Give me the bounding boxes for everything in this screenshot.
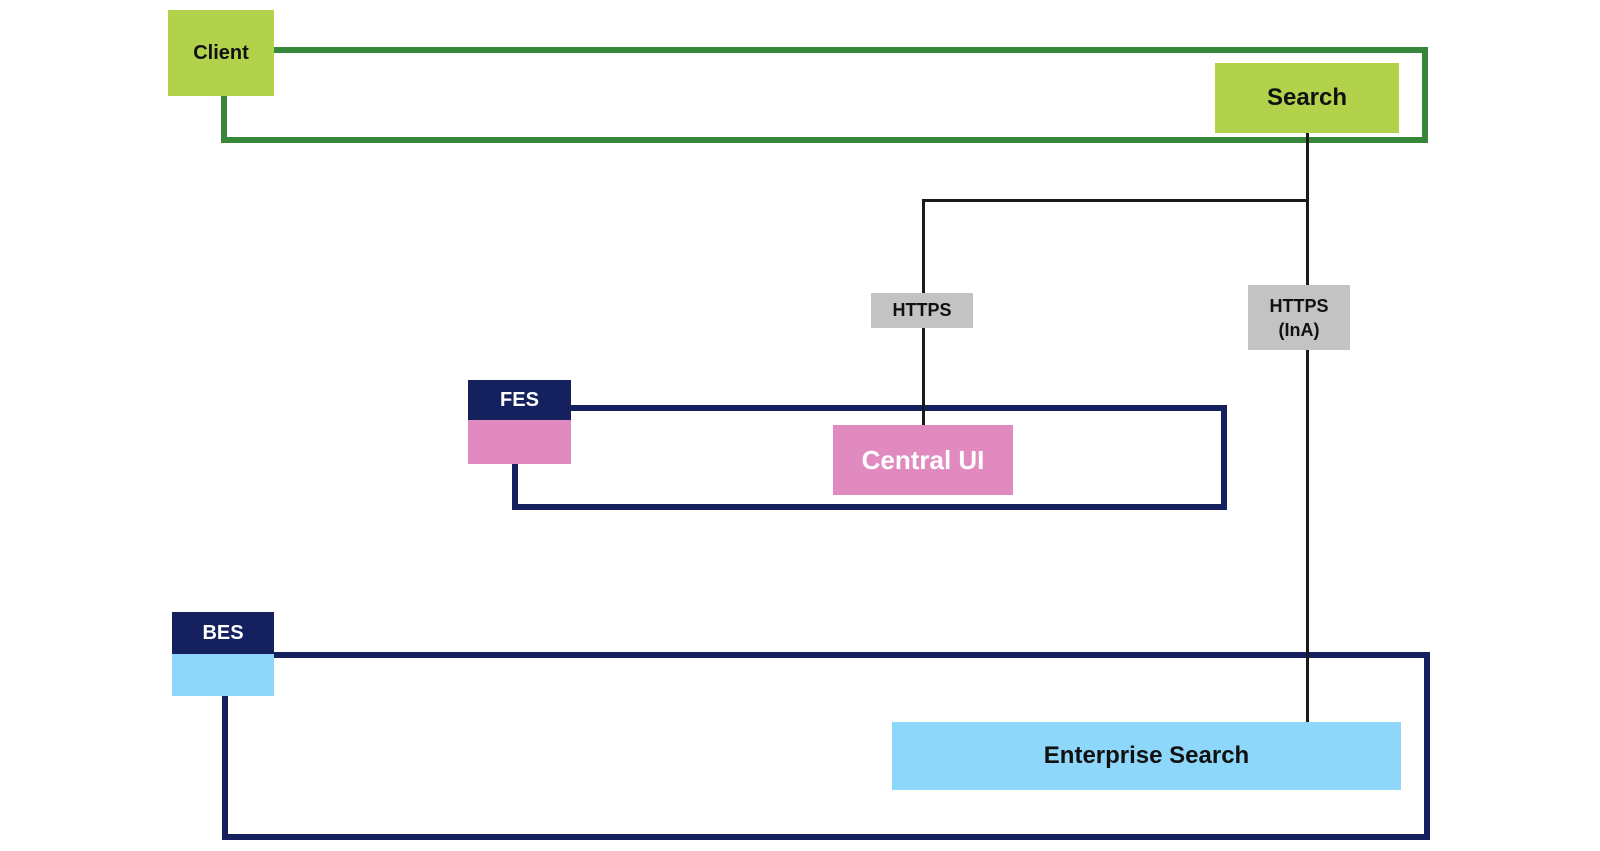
search-branch-horizontal-connector [922,199,1309,202]
bes-label: BES [202,621,244,644]
https-protocol-label: HTTPS [871,293,973,328]
https-ina-protocol-label: HTTPS (InA) [1248,285,1350,350]
bes-color-block [172,654,274,696]
client-label: Client [193,41,249,64]
central-ui-node: Central UI [833,425,1013,495]
https-ina-label-line1: HTTPS [1269,295,1329,316]
enterprise-search-node: Enterprise Search [892,722,1401,790]
https-ina-label-line2: (InA) [1278,319,1320,340]
search-to-enterprise-search-connector [1306,133,1309,722]
search-node: Search [1215,63,1399,133]
fes-label: FES [500,388,539,411]
search-label: Search [1266,84,1348,111]
central-ui-label: Central UI [861,444,985,475]
enterprise-search-label: Enterprise Search [1043,742,1250,769]
client-node: Client [168,10,274,96]
fes-node: FES [468,380,571,420]
https-label-text: HTTPS [892,300,952,320]
bes-node: BES [172,612,274,654]
fes-color-block [468,420,571,464]
bes-container-outline [222,652,1430,840]
